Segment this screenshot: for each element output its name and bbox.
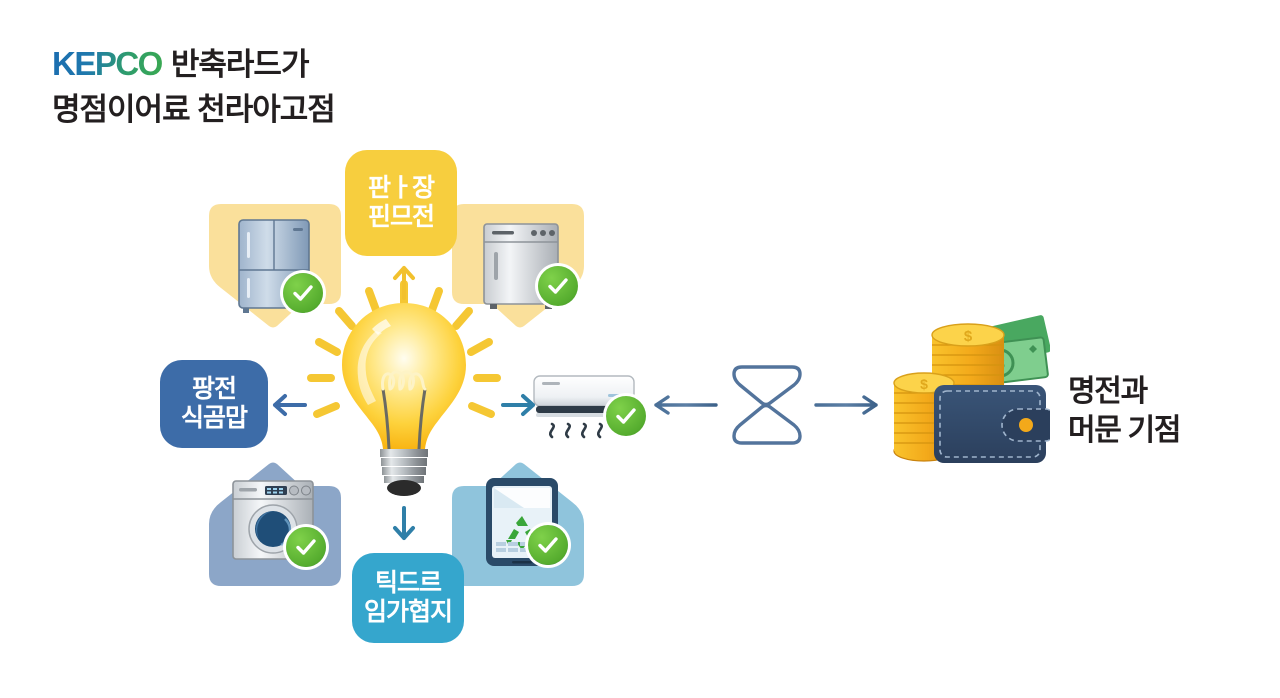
label-box-top-line2: 핀므전 xyxy=(367,203,435,231)
arrow-down-icon xyxy=(391,505,417,541)
check-badge-refrigerator xyxy=(283,273,323,313)
label-box-top: 판ㅏ장 핀므전 xyxy=(345,150,457,256)
hourglass-exchange-icon xyxy=(650,362,882,448)
svg-text:$: $ xyxy=(964,328,973,345)
exchange-arrow-left xyxy=(654,395,718,415)
money-caption-line2: 머문 기점 xyxy=(1068,414,1182,447)
wallet-coins-cash-icon: $ $ xyxy=(890,305,1050,470)
label-box-bottom-line2: 임가협지 xyxy=(363,598,453,626)
label-box-bottom-line1: 틱드르 xyxy=(374,568,442,597)
arrow-right-icon xyxy=(500,392,536,418)
exchange-arrow-right xyxy=(814,395,878,415)
label-box-left-line1: 팡전 xyxy=(191,374,237,403)
title-line-2: 명점이어료 천라아고점 xyxy=(52,91,336,127)
money-caption: 명전과 머문 기점 xyxy=(1068,372,1182,450)
label-box-left: 팡전 식곰맙 xyxy=(160,360,268,448)
kepco-logo: KEPCO xyxy=(52,40,163,88)
arrow-up-icon xyxy=(391,265,417,301)
light-rays xyxy=(300,278,508,486)
svg-text:$: $ xyxy=(920,376,928,392)
label-box-left-line2: 식곰맙 xyxy=(180,404,248,432)
title-text-1: 반축라드가 xyxy=(170,47,310,82)
lightbulb-icon xyxy=(330,297,478,497)
check-badge-dishwasher xyxy=(538,266,578,306)
arrow-left-icon xyxy=(272,392,308,418)
check-badge-air-conditioner xyxy=(606,396,646,436)
money-caption-line1: 명전과 xyxy=(1068,375,1148,408)
label-box-bottom: 틱드르 임가협지 xyxy=(352,553,464,643)
label-box-top-line1: 판ㅏ장 xyxy=(367,173,435,202)
check-badge-smartphone xyxy=(528,525,568,565)
check-badge-washing-machine xyxy=(286,527,326,567)
wallet-body xyxy=(934,385,1050,463)
